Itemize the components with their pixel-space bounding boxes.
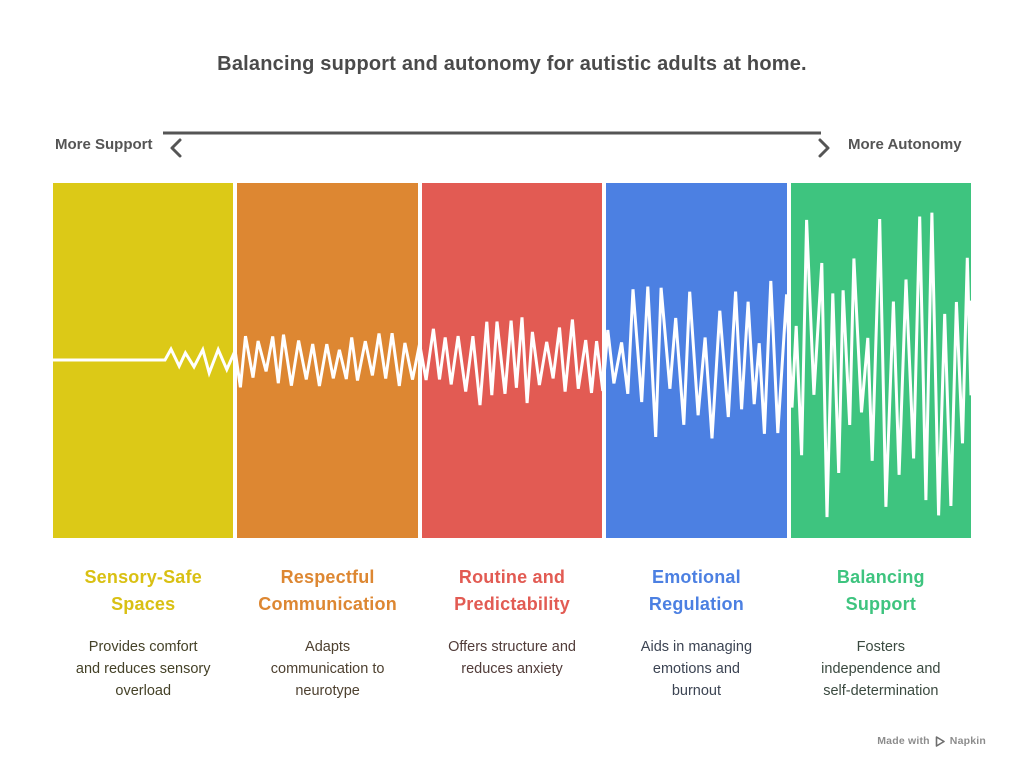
band-heading: Respectful Communication <box>258 567 397 614</box>
band-emotional-regulation <box>606 183 787 538</box>
band-description: Offers structure and reduces anxiety <box>448 639 576 677</box>
napkin-credit: Made with Napkin <box>877 735 986 747</box>
label-col-balancing-support: Balancing Support Fosters independence a… <box>791 564 971 702</box>
axis-label-more-support: More Support <box>55 136 153 153</box>
band-balancing-support <box>790 183 972 538</box>
band-sensory-safe-spaces <box>53 183 234 538</box>
band-heading: Routine and Predictability <box>454 567 570 614</box>
page-title: Balancing support and autonomy for autis… <box>217 53 807 75</box>
label-col-respectful-communication: Respectful Communication Adapts communic… <box>237 564 417 702</box>
chevron-left-icon <box>170 138 182 158</box>
made-with-text: Made with <box>877 735 930 747</box>
axis-arrow <box>163 131 830 158</box>
axis-label-more-autonomy: More Autonomy <box>848 136 962 153</box>
band-heading: Emotional Regulation <box>648 567 744 614</box>
brand-text: Napkin <box>949 735 986 747</box>
label-col-sensory-safe-spaces: Sensory-Safe Spaces Provides comfort and… <box>53 564 233 702</box>
band-description: Fosters independence and self-determinat… <box>821 639 941 699</box>
band-heading: Balancing Support <box>836 567 925 614</box>
label-col-routine-predictability: Routine and Predictability Offers struct… <box>422 564 602 702</box>
band-description: Provides comfort and reduces sensory ove… <box>75 639 211 699</box>
band-labels: Sensory-Safe Spaces Provides comfort and… <box>53 564 971 702</box>
label-col-emotional-regulation: Emotional Regulation Aids in managing em… <box>606 564 786 702</box>
band-respectful-communication <box>237 183 418 538</box>
spectrum-bands <box>51 183 973 538</box>
band-description: Aids in managing emotions and burnout <box>640 639 753 699</box>
band-description: Adapts communication to neurotype <box>270 639 385 699</box>
chevron-right-icon <box>818 138 830 158</box>
band-routine-predictability <box>421 183 603 538</box>
band-heading: Sensory-Safe Spaces <box>84 567 202 614</box>
napkin-logo-icon <box>935 735 945 747</box>
